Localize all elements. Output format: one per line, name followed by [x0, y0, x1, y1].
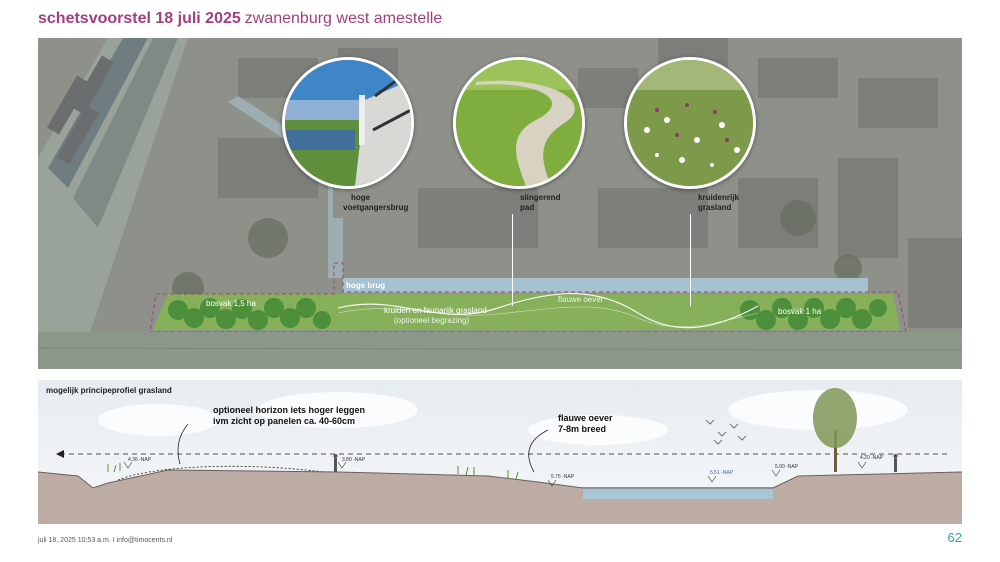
level-marker-6: 4.20 -NAP — [860, 455, 884, 461]
callout-grassland-line1: kruidenrijk — [698, 193, 739, 202]
footer-meta: juli 18, 2025 10:53 a.m. I info@timocent… — [38, 537, 173, 544]
callout-herb-rich-grassland: kruidenrijk grasland — [698, 193, 739, 213]
note-horizon-line2: ivm zicht op panelen ca. 40-60cm — [213, 416, 356, 426]
level-marker-2: 3.80 -NAP — [342, 457, 366, 463]
callout-grassland-line2: grasland — [698, 203, 732, 212]
leader-line-grassland — [690, 214, 691, 306]
label-gentle-shore: flauwe oever — [558, 295, 604, 304]
label-grassland-note: (optioneel begrazing) — [394, 316, 470, 325]
level-marker-5: 5.00 -NAP — [775, 464, 799, 470]
cross-section-profile: mogelijk principeprofiel grasland option… — [38, 380, 962, 524]
winding-path-image — [456, 60, 582, 186]
footbridge-image — [285, 60, 411, 186]
callout-winding-path: slingerend pad — [520, 193, 560, 213]
callout-path-line2: pad — [520, 203, 535, 212]
level-marker-3: 5.75 -NAP — [551, 474, 575, 480]
note-horizon-line1: optioneel horizon iets hoger leggen — [213, 405, 366, 415]
label-high-bridge: hoge brug — [346, 281, 386, 290]
callout-high-footbridge: hoge voetgangersbrug — [343, 193, 408, 213]
title-location: zwanenburg west amestelle — [244, 10, 443, 27]
callout-path-line1: slingerend — [520, 193, 561, 202]
note-gentle-shore: flauwe oever 7-8m breed — [558, 413, 613, 435]
callout-footbridge-line2: voetgangersbrug — [343, 203, 409, 212]
note-horizon: optioneel horizon iets hoger leggen ivm … — [213, 405, 365, 427]
photo-high-footbridge — [282, 57, 414, 189]
label-grassland: kruiden en faunarijk grasland — [384, 306, 487, 315]
leader-line-path — [512, 214, 513, 306]
cross-section-drawing — [38, 380, 962, 524]
callout-footbridge-line1: hoge — [351, 193, 371, 202]
aerial-map: hoge voetgangersbrug slingerend pad krui… — [38, 38, 962, 369]
label-woods-left: bosvak 1,5 ha — [206, 299, 256, 308]
note-shore-line1: flauwe oever — [558, 413, 613, 423]
photo-herb-rich-grassland — [624, 57, 756, 189]
photo-winding-path — [453, 57, 585, 189]
level-marker-1: 4.36 -NAP — [128, 457, 152, 463]
page-number: 62 — [947, 530, 962, 545]
grassland-image — [627, 60, 753, 186]
title-date: schetsvoorstel 18 juli 2025 — [38, 10, 241, 27]
note-shore-line2: 7-8m breed — [558, 424, 607, 434]
label-woods-right: bosvak 1 ha — [778, 307, 822, 316]
profile-title: mogelijk principeprofiel grasland — [46, 386, 172, 395]
level-marker-4: 5.51 -NAP — [710, 470, 734, 476]
